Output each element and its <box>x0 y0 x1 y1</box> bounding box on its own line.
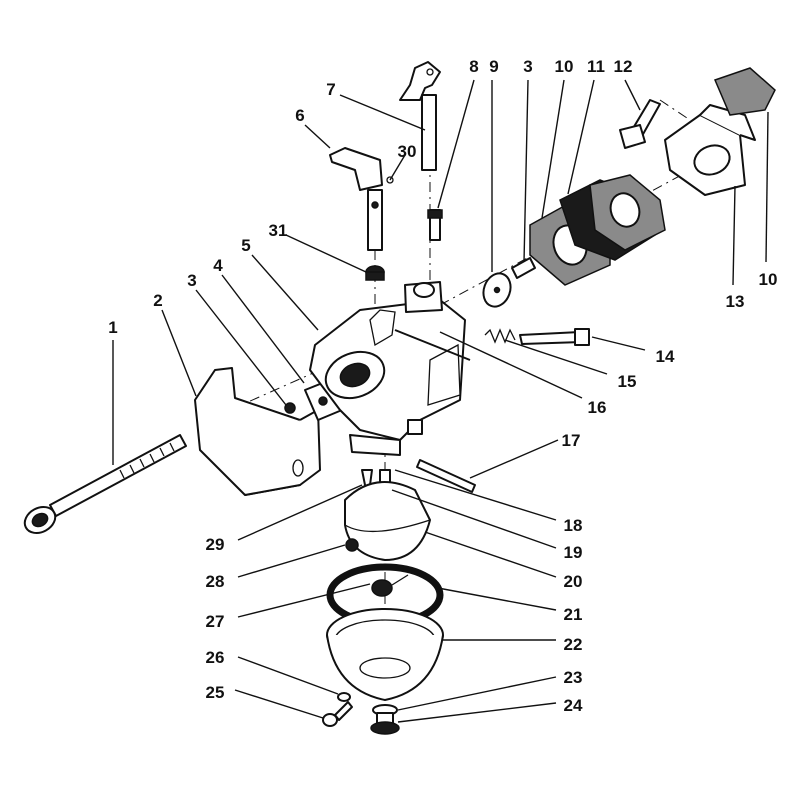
part-16-shaft <box>394 329 471 361</box>
part-2-bracket <box>194 367 321 496</box>
callout-6: 6 <box>295 106 304 125</box>
callout-22: 22 <box>564 635 583 654</box>
callout-1: 1 <box>108 318 117 337</box>
part-20-float <box>344 481 431 561</box>
callout-8: 8 <box>469 57 478 76</box>
callout-labels: 1 2 3 3 4 5 6 7 8 9 10 10 11 12 13 14 15… <box>108 57 777 715</box>
part-9-washer <box>482 272 512 308</box>
part-7-throttle-shaft <box>399 61 441 171</box>
part-14-screw <box>519 328 590 346</box>
part-8-screw <box>427 209 443 241</box>
callout-24: 24 <box>564 696 583 715</box>
part-10-top-gasket <box>713 67 776 116</box>
callout-16: 16 <box>588 398 607 417</box>
callout-18: 18 <box>564 516 583 535</box>
callout-9: 9 <box>489 57 498 76</box>
callout-7: 7 <box>326 80 335 99</box>
callout-11: 11 <box>587 57 605 76</box>
callout-29: 29 <box>206 535 225 554</box>
part-12-bolt <box>619 99 661 149</box>
part-24-bolt <box>370 712 400 735</box>
part-25-screw <box>322 701 353 727</box>
callout-14: 14 <box>656 347 675 366</box>
part-22-bowl <box>326 608 444 701</box>
part-6-choke-lever <box>329 147 383 251</box>
part-15-spring <box>484 328 516 344</box>
callout-4: 4 <box>213 256 223 275</box>
callout-10: 10 <box>759 270 778 289</box>
part-31-bushing <box>365 265 385 281</box>
part-26-washer <box>337 692 351 702</box>
callout-13: 13 <box>726 292 745 311</box>
callout-20: 20 <box>564 572 583 591</box>
callout-3: 3 <box>187 271 196 290</box>
callout-17: 17 <box>562 431 581 450</box>
part-17-pin <box>416 459 476 493</box>
leader-lines <box>112 79 769 723</box>
callout-23: 23 <box>564 668 583 687</box>
part-13-adapter <box>664 104 756 196</box>
part-27-fitting <box>371 574 409 597</box>
callout-25: 25 <box>206 683 225 702</box>
callout-2: 2 <box>153 291 162 310</box>
callout-26: 26 <box>206 648 225 667</box>
part-3-screw <box>284 402 296 414</box>
callout-31: 31 <box>269 221 288 240</box>
callout-10: 10 <box>555 57 574 76</box>
callout-27: 27 <box>206 612 225 631</box>
callout-3: 3 <box>523 57 532 76</box>
callout-21: 21 <box>564 605 583 624</box>
part-5-carburetor-body <box>309 281 466 456</box>
callout-12: 12 <box>614 57 633 76</box>
callout-28: 28 <box>206 572 225 591</box>
callout-15: 15 <box>618 372 637 391</box>
part-1-bolt <box>23 434 187 534</box>
part-11-insulator <box>559 174 666 261</box>
callout-5: 5 <box>241 236 250 255</box>
callout-19: 19 <box>564 543 583 562</box>
callout-30: 30 <box>398 142 417 161</box>
